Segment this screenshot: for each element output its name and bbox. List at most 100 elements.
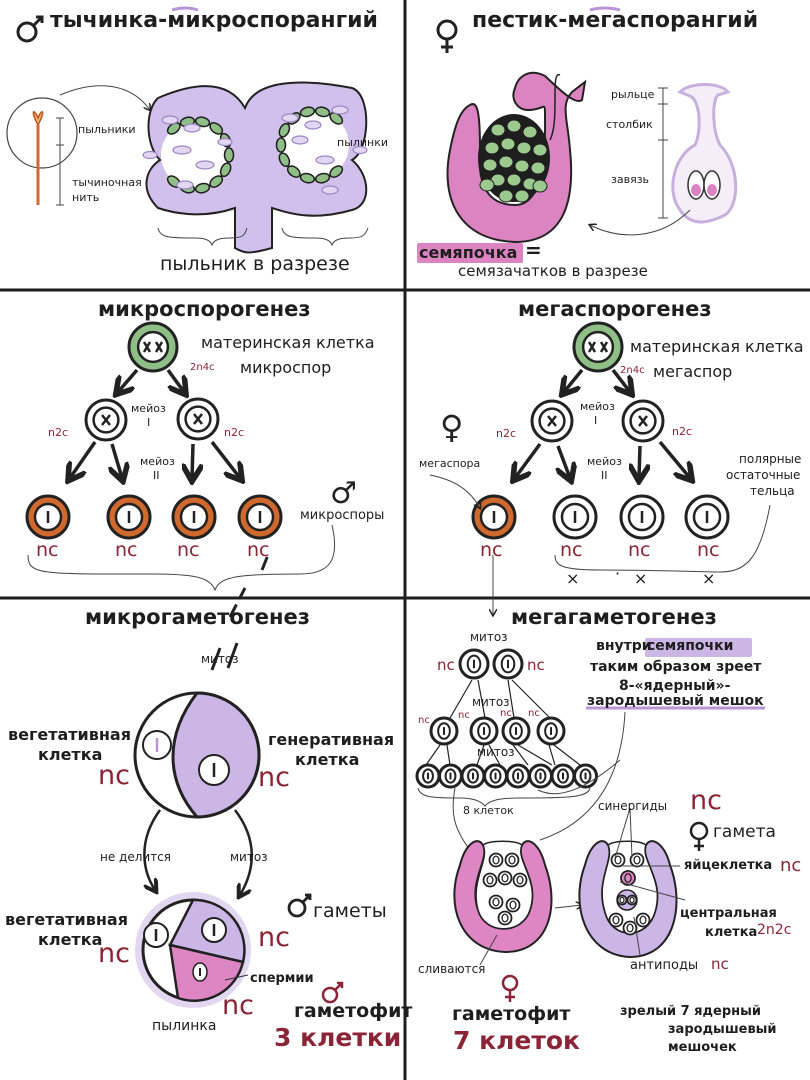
ovule-cell [500, 137, 516, 151]
nucleus [622, 920, 638, 936]
pollen-sac-cell [329, 165, 344, 178]
nucleus [550, 763, 576, 789]
meiosis-arrow [639, 445, 640, 478]
pollen-grain-stage2 [135, 892, 251, 1008]
nc-label: nc [418, 715, 430, 726]
ovule-word: семяпочки [647, 638, 734, 654]
nc-label: nc [690, 785, 722, 816]
nucleus-inner [612, 915, 620, 925]
central-cell-label-2: клетка [705, 925, 758, 940]
nucleus [497, 870, 513, 886]
mother-cell-label-2: микроспор [240, 358, 332, 377]
polar-body-cell [552, 494, 598, 540]
pollen-sac-cell [194, 116, 211, 128]
nucleus [488, 852, 504, 868]
microspore-cell [106, 494, 152, 540]
nc-label: nc [780, 855, 802, 876]
nucleus [488, 894, 504, 910]
nucleus [610, 852, 626, 868]
pollen-sac-cell [299, 106, 316, 118]
equals-sign: = [525, 238, 542, 262]
pollen-grain-stage1 [133, 691, 261, 819]
ploidy-right: n2c [672, 425, 693, 438]
meiosis-1-roman: I [594, 414, 598, 427]
ovule-word-highlight [645, 638, 752, 657]
meiosis-arrow [166, 368, 184, 392]
ovule-cell [479, 178, 495, 192]
sperm-label: спермии [250, 971, 314, 986]
egg-cell-label: яйцеклетка [684, 858, 773, 873]
male-symbol-icon [16, 15, 44, 43]
dyad-cell [621, 399, 665, 443]
nucleus [497, 910, 513, 926]
ploidy-left: n2c [496, 427, 517, 440]
female-symbol-icon [501, 974, 519, 1002]
female-symbol-icon [436, 19, 458, 53]
gamete-label: гамета [713, 822, 776, 842]
nucleus [573, 763, 598, 789]
mother-cell-label-1: материнская клетка [201, 333, 375, 352]
nc-label: nc [500, 708, 512, 719]
label-style: столбик [606, 118, 653, 131]
title-underline [171, 6, 199, 12]
nucleus [620, 870, 636, 886]
pollen-sac-cell [166, 122, 181, 135]
brace [417, 787, 591, 807]
panel-title-megasporogenesis: мегаспорогенез [518, 297, 712, 321]
mitosis-label: митоз [472, 695, 510, 709]
gametophyte-label: гаметофит [294, 1000, 413, 1022]
ovule-word: семяпочка [419, 243, 518, 262]
inside-ovule-label-3: 8-«ядерный»- [619, 678, 731, 694]
nucleus [536, 716, 566, 746]
pollen-sac-cell [209, 122, 224, 135]
nc-label: nc [528, 708, 540, 719]
ovule-cell [506, 119, 522, 133]
inside-ovule-label-2: таким образом зреет [590, 659, 762, 675]
nucleus [438, 763, 463, 789]
pollen-grain-label: пылинка [152, 1018, 217, 1034]
mother-cell-label-2: мегаспор [653, 362, 733, 381]
sperm-pointer [224, 974, 249, 981]
meiosis-arrow [564, 368, 584, 392]
dyad-cell [176, 397, 220, 441]
cross-mark: · [615, 564, 621, 583]
nucleus [458, 648, 490, 680]
nucleus [469, 716, 499, 746]
ploidy-right: n2c [224, 426, 245, 439]
nucleus [482, 872, 498, 888]
nc-label: nc [697, 539, 720, 561]
polar-bodies-label-3: тельца [750, 484, 795, 498]
nucleus-inner [501, 913, 509, 923]
cross-mark: × [702, 569, 716, 588]
mature-sac-label-2: зародышевый [668, 1022, 777, 1037]
generative-cell-label-1: генеративная [268, 730, 395, 749]
central-cell-label-1: центральная [680, 906, 777, 921]
meiosis-arrow [70, 441, 97, 478]
arrow-no-division [143, 809, 162, 890]
nucleus [483, 763, 508, 789]
ploidy-mother: 2n4c [620, 365, 645, 376]
vegetative-cell-label-2: клетка [38, 745, 103, 764]
ovule-cell [516, 141, 532, 155]
nucleus-inner [624, 873, 632, 883]
ovule-cell [532, 143, 548, 157]
nucleus-inner [619, 896, 625, 904]
dashed-link [210, 642, 239, 671]
nc-label: nc [628, 539, 651, 561]
nc-label: nc [98, 760, 130, 791]
mitosis-label: митоз [230, 850, 268, 864]
nucleus [528, 763, 553, 789]
megaspore-label: мегаспора [419, 457, 481, 470]
pollen-sac-cell [223, 147, 235, 163]
nucleus-inner [629, 896, 635, 904]
ovule-cross-section [446, 71, 587, 244]
pointer-arrow [590, 209, 691, 236]
mother-cell-label-1: материнская клетка [630, 337, 804, 356]
sac-pointers [614, 807, 686, 956]
nc-label: nc [437, 656, 455, 674]
caption-anther-section: пыльник в разрезе [160, 253, 350, 275]
title-underline [589, 6, 621, 12]
mother-cell [572, 321, 624, 373]
antipodes-label: антиподы [630, 958, 699, 973]
